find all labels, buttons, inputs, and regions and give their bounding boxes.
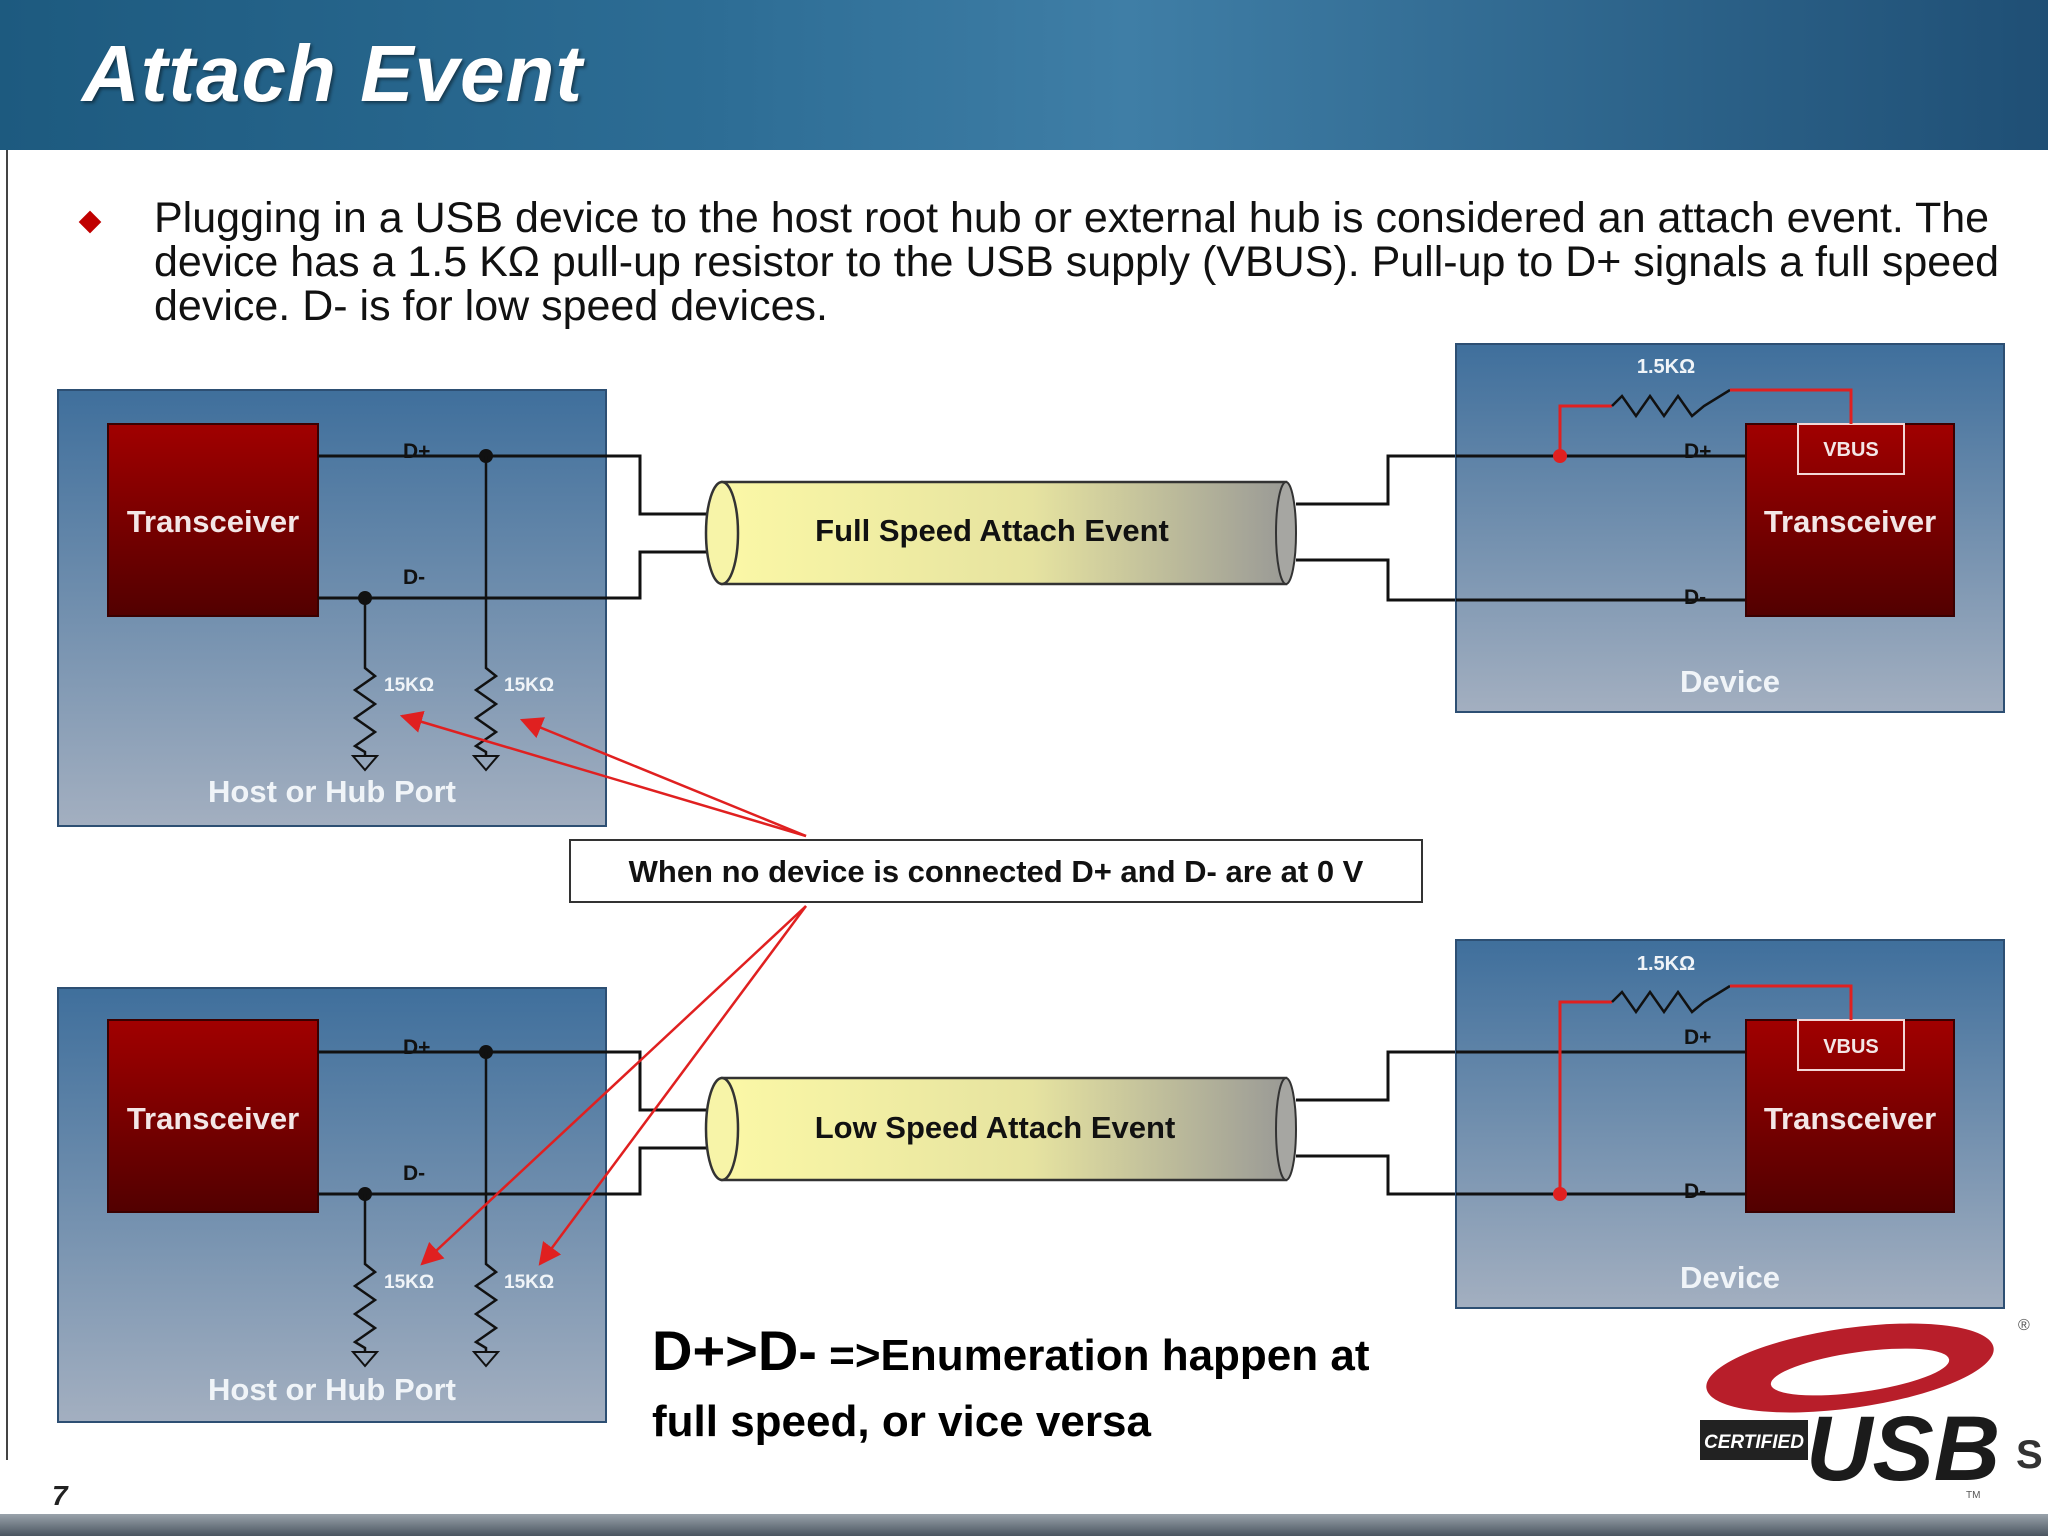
callout: When no device is connected D+ and D- ar… [399, 710, 1423, 1266]
device-label: Device [1680, 664, 1780, 699]
logo-swoosh-inner [1770, 1348, 1950, 1396]
pulldown-resistor-right [473, 1052, 499, 1352]
bottom-diagram: Transceiver D+ D- 15KΩ 15KΩ Host or Hub … [57, 939, 2005, 1423]
res-left-label: 15KΩ [384, 1272, 434, 1293]
host-dplus-label: D+ [403, 1036, 430, 1059]
ground-icon [471, 755, 501, 772]
pulldown-resistor-left [352, 1194, 378, 1352]
note-line2: full speed, or vice versa [652, 1397, 1151, 1446]
device-dminus-label: D- [1684, 586, 1706, 609]
page-title: Attach Event [82, 29, 583, 118]
pullup-label: 1.5KΩ [1637, 953, 1695, 975]
pullup-junction [1553, 1187, 1567, 1201]
device-dminus-label: D- [1684, 1180, 1706, 1203]
device-dplus-label: D+ [1684, 1026, 1711, 1049]
host-dminus-label: D- [403, 566, 425, 589]
certified-usb-logo: ® CERTIFIED USB S TM [1700, 1317, 2042, 1501]
pulldown-resistor-left [352, 598, 378, 756]
cable-body [720, 1076, 1288, 1182]
res-left-label: 15KΩ [384, 675, 434, 696]
device-label: Device [1680, 1260, 1780, 1295]
host-transceiver-block [107, 1019, 319, 1213]
logo-trademark: ® [2018, 1317, 2030, 1334]
logo-usb: USB [1806, 1398, 2000, 1500]
host-transceiver-label: Transceiver [127, 1101, 299, 1136]
ground-icon [350, 755, 380, 772]
host-dminus-label: D- [403, 1162, 425, 1185]
callout-arrow [519, 717, 807, 838]
pulldown-resistor-right [473, 456, 499, 756]
cable-label: Full Speed Attach Event [815, 513, 1169, 548]
note-line1: =>Enumeration happen at [816, 1331, 1370, 1380]
res-right-label: 15KΩ [504, 675, 554, 696]
callout-arrow [399, 710, 807, 838]
logo-suffix: S [2016, 1433, 2042, 1477]
device-transceiver-label: Transceiver [1764, 1101, 1936, 1136]
callout-text: When no device is connected D+ and D- ar… [629, 854, 1364, 889]
top-diagram: Transceiver D+ D- 15KΩ 15KΩ Host or Hub … [57, 343, 2005, 827]
pullup-label: 1.5KΩ [1637, 356, 1695, 378]
vbus-label: VBUS [1823, 1036, 1879, 1058]
pullup-resistor [1611, 388, 1731, 419]
device-transceiver-block [1745, 1019, 1955, 1213]
host-transceiver-block [107, 423, 319, 617]
host-transceiver-label: Transceiver [127, 504, 299, 539]
host-dminus-wire [318, 550, 710, 600]
enumeration-note: D+>D- =>Enumeration happen at full speed… [652, 1318, 1432, 1455]
page-number: 7 [52, 1480, 68, 1511]
callout-arrow [538, 905, 808, 1266]
host-dminus-wire [318, 1146, 710, 1196]
host-dplus-label: D+ [403, 440, 430, 463]
host-label: Host or Hub Port [208, 774, 456, 809]
cable-end-left [704, 1076, 740, 1182]
left-rule [6, 150, 8, 1460]
cable-end-right [1275, 1077, 1297, 1181]
vbus-label: VBUS [1823, 439, 1879, 461]
pullup-junction [1553, 449, 1567, 463]
callout-arrow [420, 905, 807, 1266]
cable-end-right [1275, 481, 1297, 585]
device-transceiver-label: Transceiver [1764, 504, 1936, 539]
vbus-wire [1730, 984, 1853, 1020]
pullup-wire [1558, 404, 1612, 456]
intro-paragraph: Plugging in a USB device to the host roo… [154, 194, 2000, 330]
vbus-wire [1730, 388, 1853, 424]
pullup-wire [1558, 1000, 1612, 1194]
res-right-label: 15KΩ [504, 1272, 554, 1293]
ground-icon [350, 1351, 380, 1368]
title-bar: Attach Event [0, 0, 2048, 150]
cable-label: Low Speed Attach Event [815, 1110, 1176, 1145]
device-transceiver-block [1745, 423, 1955, 617]
device-dplus-label: D+ [1684, 440, 1711, 463]
logo-certified: CERTIFIED [1704, 1432, 1804, 1453]
note-emphasis: D+>D- [652, 1319, 817, 1382]
logo-tm: TM [1966, 1490, 1980, 1501]
ground-icon [471, 1351, 501, 1368]
host-label: Host or Hub Port [208, 1372, 456, 1407]
logo-certified-band [1700, 1420, 1808, 1460]
pullup-resistor [1611, 984, 1731, 1015]
footer-bar [0, 1514, 2048, 1536]
callout-box [569, 839, 1423, 903]
cable-end-left [704, 480, 740, 586]
